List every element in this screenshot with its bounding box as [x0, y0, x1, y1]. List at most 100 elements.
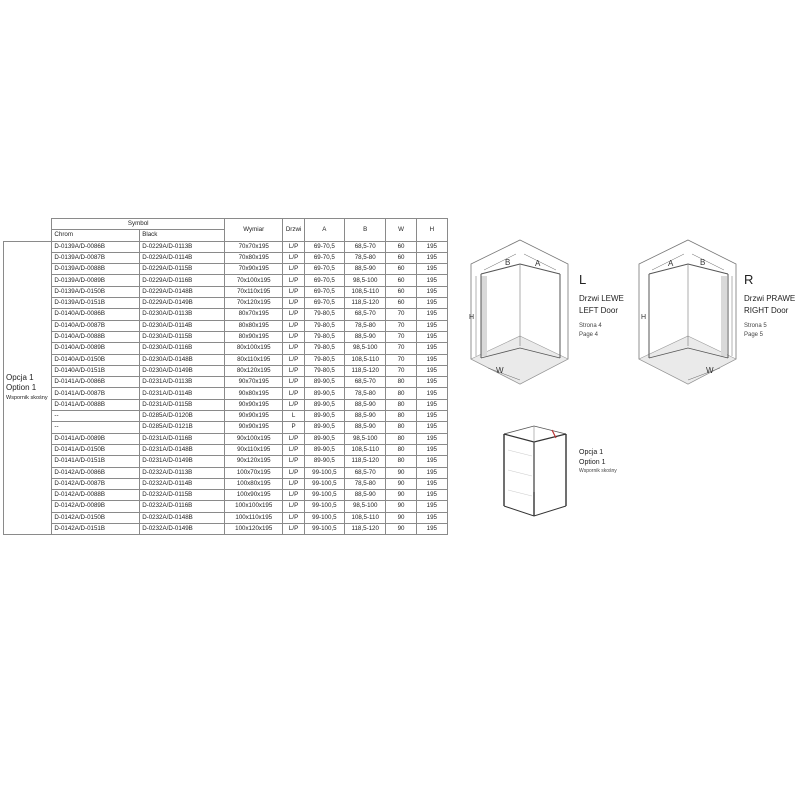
- dim-h-cell: 195: [415, 500, 449, 513]
- dim-w-cell: 90: [385, 511, 417, 525]
- wall-shade: [481, 276, 487, 356]
- drzwi-cell: L/P: [282, 455, 305, 468]
- wymiar-cell: 100x120x195: [223, 523, 284, 536]
- chrom-symbol-cell: D-0141A/D-0150B: [51, 443, 141, 457]
- bottom-frame: [480, 347, 561, 359]
- dim-b-cell: 118,5-120: [344, 297, 387, 310]
- chrom-symbol-cell: --: [51, 410, 141, 423]
- black-symbol-cell: D-0231A/D-0113B: [139, 376, 225, 389]
- chrom-symbol-cell: D-0139A/D-0087B: [51, 251, 141, 265]
- dim-b-cell: 118,5-120: [344, 364, 387, 378]
- wymiar-cell: 90x90x195: [223, 398, 284, 412]
- black-symbol-cell: D-0232A/D-0149B: [139, 523, 225, 536]
- dim-h-cell: 195: [415, 489, 449, 502]
- dim-h-cell: 195: [415, 376, 449, 389]
- dim-h-cell: 195: [415, 477, 449, 491]
- dim-b-cell: 88,5-90: [344, 398, 387, 412]
- option-frame-top: [503, 433, 567, 443]
- dim-a-line: [651, 253, 685, 271]
- black-symbol-cell: D-0232A/D-0114B: [139, 477, 225, 491]
- drzwi-cell: L/P: [282, 376, 305, 389]
- dim-w-line: [687, 367, 721, 381]
- dim-b-cell: 78,5-80: [344, 251, 387, 265]
- label-h: H: [641, 314, 646, 321]
- dim-w-line: [487, 367, 521, 381]
- dim-h-cell: 195: [415, 421, 449, 434]
- dim-w-cell: 80: [385, 432, 417, 445]
- black-symbol-cell: D-0232A/D-0148B: [139, 511, 225, 525]
- dim-w-cell: 70: [385, 319, 417, 332]
- chrom-symbol-cell: D-0140A/D-0150B: [51, 353, 141, 366]
- dim-a-cell: 79-80,5: [303, 342, 346, 355]
- option-note: Wspornik skośny: [6, 395, 48, 402]
- dim-h-cell: 195: [415, 432, 449, 445]
- chrom-symbol-cell: D-0139A/D-0089B: [51, 274, 141, 287]
- dim-a-cell: 79-80,5: [303, 353, 346, 366]
- dim-a-cell: 89-90,5: [303, 443, 346, 457]
- chrom-symbol-cell: D-0140A/D-0088B: [51, 330, 141, 344]
- dim-w-cell: 60: [385, 274, 417, 287]
- black-symbol-cell: D-0231A/D-0115B: [139, 398, 225, 412]
- dim-a-cell: 89-90,5: [303, 432, 346, 445]
- black-symbol-cell: D-0230A/D-0113B: [139, 308, 225, 321]
- dim-w-cell: 60: [385, 251, 417, 265]
- dim-w-cell: 90: [385, 523, 417, 536]
- dim-w-cell: 60: [385, 297, 417, 310]
- wymiar-cell: 90x100x195: [223, 432, 284, 445]
- wymiar-cell: 70x80x195: [223, 251, 284, 265]
- dim-a-cell: 69-70,5: [303, 251, 346, 265]
- dim-b-cell: 108,5-110: [344, 443, 387, 457]
- chrom-symbol-cell: D-0140A/D-0086B: [51, 308, 141, 321]
- black-symbol-cell: D-0230A/D-0148B: [139, 353, 225, 366]
- drzwi-cell: L/P: [282, 364, 305, 378]
- bottom-frame: [648, 347, 729, 359]
- drzwi-cell: L/P: [282, 353, 305, 366]
- drzwi-cell: L/P: [282, 308, 305, 321]
- black-header: Black: [139, 229, 225, 242]
- chrom-symbol-cell: D-0141A/D-0151B: [51, 455, 141, 468]
- wymiar-cell: 90x90x195: [223, 421, 284, 434]
- drzwi-cell: L/P: [282, 285, 305, 299]
- page-label: Page 4: [579, 332, 599, 338]
- dim-w-cell: 70: [385, 353, 417, 366]
- option-tiles-1: [507, 449, 533, 457]
- drzwi-cell: L/P: [282, 500, 305, 513]
- chrom-symbol-cell: D-0142A/D-0088B: [51, 489, 141, 502]
- dim-a-cell: 99-100,5: [303, 477, 346, 491]
- chrom-symbol-cell: D-0140A/D-0151B: [51, 364, 141, 378]
- dim-w-cell: 90: [385, 466, 417, 479]
- black-symbol-cell: D-0229A/D-0115B: [139, 263, 225, 276]
- dim-w-cell: 70: [385, 342, 417, 355]
- drzwi-cell: L/P: [282, 387, 305, 400]
- wymiar-cell: 100x90x195: [223, 489, 284, 502]
- drzwi-cell: L/P: [282, 443, 305, 457]
- a-header: A: [303, 218, 346, 242]
- black-symbol-cell: D-0230A/D-0115B: [139, 330, 225, 344]
- chrom-symbol-cell: D-0139A/D-0150B: [51, 285, 141, 299]
- dim-a-cell: 99-100,5: [303, 511, 346, 525]
- wymiar-header: Wymiar: [223, 218, 284, 242]
- dim-h-cell: 195: [415, 511, 449, 525]
- wymiar-cell: 80x90x195: [223, 330, 284, 344]
- drzwi-cell: L/P: [282, 477, 305, 491]
- dim-w-cell: 60: [385, 240, 417, 253]
- dim-b-cell: 68,5-70: [344, 308, 387, 321]
- option-frame-back: [503, 425, 567, 435]
- dim-b-cell: 68,5-70: [344, 240, 387, 253]
- dim-w-cell: 80: [385, 455, 417, 468]
- wymiar-cell: 80x70x195: [223, 308, 284, 321]
- drzwi-cell: L/P: [282, 274, 305, 287]
- wymiar-cell: 90x120x195: [223, 455, 284, 468]
- chrom-symbol-cell: --: [51, 421, 141, 434]
- dim-a-cell: 99-100,5: [303, 489, 346, 502]
